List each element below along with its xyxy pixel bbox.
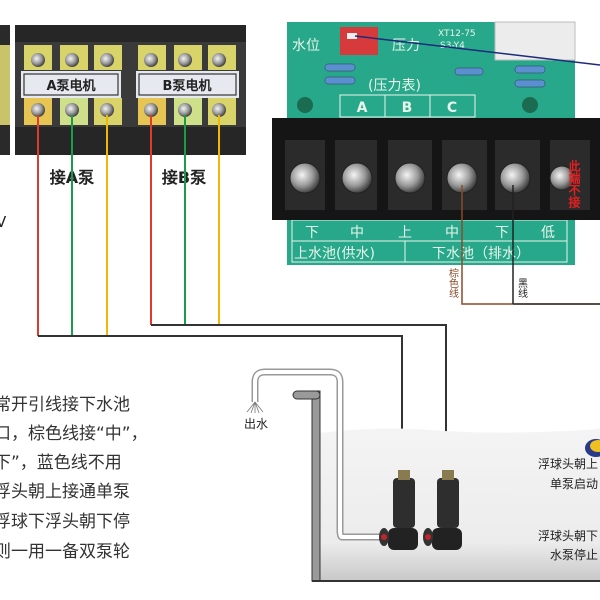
blue-wire [354,35,600,66]
column-c: C [447,100,457,116]
cable-pump-b [151,324,447,478]
single-pump-start-label: 单泵启动 [550,477,598,491]
pressure-label: 压力 [392,38,420,54]
terminal-label: 中 [445,225,459,241]
submersible-pump-a [379,470,418,550]
water-level-label: 水位 [292,38,320,54]
terminal-label: 中 [350,225,364,241]
pump-b-motor-label: B泵电机 [163,78,212,94]
instruction-line: 浮球下浮头朝下停 [0,512,130,532]
column-a: A [357,100,368,116]
float-up-label: 浮球头朝上 [538,457,598,471]
terminal-labels: 下 中 上 中 下 低 [305,225,555,241]
brown-wire-label: 棕色线 [447,267,459,298]
pressure-gauge-label: (压力表) [368,78,421,94]
terminal-label: 低 [541,225,555,241]
instruction-line: 则一用一备双泵轮 [0,542,130,562]
instruction-line: 常开引线接下水池 [0,395,130,415]
model-number: XT12-75 [438,29,476,39]
terminal-label: 下 [495,225,509,241]
float-down-label: 浮球头朝下 [538,529,598,543]
terminal-label: 上 [398,225,412,241]
do-not-connect-label: 此端不接 [567,159,581,209]
model-number-2: S3-Y4 [440,41,465,51]
float-switch-icon [585,439,600,457]
lower-tank-label: 下水池（排水） [432,246,530,262]
instruction-line: 口，棕色线接“中”， [0,424,148,444]
pump-stop-label: 水泵停止 [550,547,598,562]
black-wire-label: 黑线 [516,278,528,298]
instruction-line: 浮头朝上接通单泵 [0,482,130,502]
column-boxes [339,94,476,118]
upper-tank-label: 上水池(供水) [294,246,375,262]
instruction-text: 常开引线接下水池 口，棕色线接“中”， 下”，蓝色线不用 浮头朝上接通单泵 浮球… [0,395,148,562]
terminal-block [272,118,600,220]
submersible-pump-b [423,470,462,550]
sprinkler-icon [246,401,264,414]
column-b: B [402,100,413,116]
terminal-strip-partial [0,25,10,155]
outlet-label: 出水 [244,417,268,431]
partial-voltage-label: V [0,213,7,231]
instruction-line: 下”，蓝色线不用 [0,453,122,473]
pump-motor-terminal-photo [15,25,246,155]
pump-a-motor-label: A泵电机 [46,78,95,94]
terminal-label: 下 [305,225,319,241]
